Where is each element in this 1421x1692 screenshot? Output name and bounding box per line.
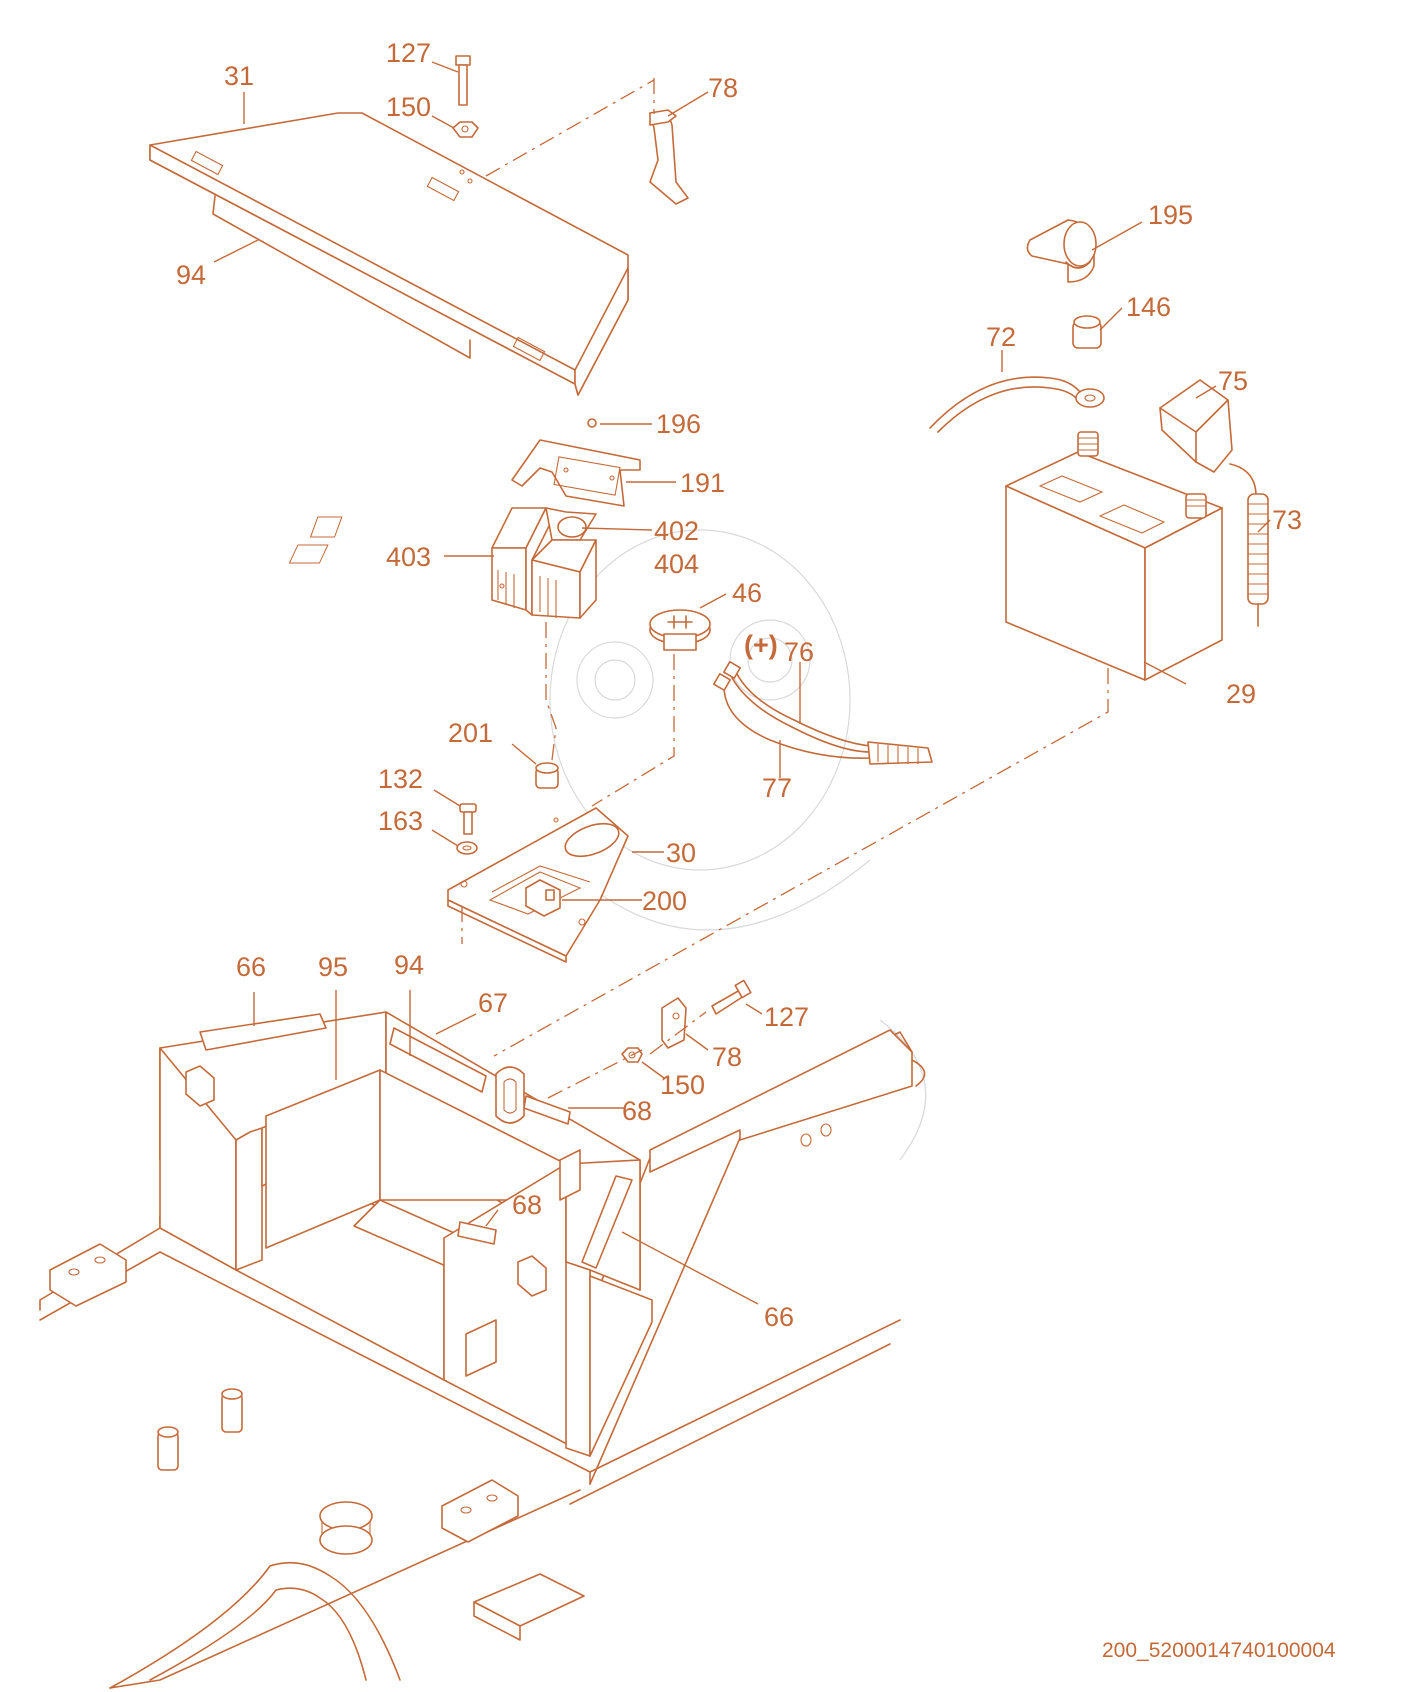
cable-72 (929, 376, 1105, 433)
battery-tray (39, 1011, 926, 1689)
callout-68-upper: 68 (622, 1096, 652, 1126)
bolt-127-bottom (711, 979, 752, 1015)
terminal-cap-195 (1026, 219, 1097, 283)
callout-150-bottom: 150 (660, 1070, 705, 1100)
bracket-191 (511, 439, 641, 507)
callout-30: 30 (666, 838, 696, 868)
callout-201: 201 (448, 718, 493, 748)
callout-labels: 127 31 150 78 94 195 146 72 75 196 191 7… (176, 38, 1336, 1662)
callout-94-top: 94 (176, 260, 206, 290)
battery-cover-31 (149, 112, 629, 396)
callout-402: 402 (654, 516, 699, 546)
callout-150-top: 150 (386, 92, 431, 122)
callout-46: 46 (732, 578, 762, 608)
wire-76 (723, 661, 873, 753)
callout-132: 132 (378, 764, 423, 794)
screw-132 (459, 803, 477, 835)
callout-75: 75 (1218, 366, 1248, 396)
washer-163 (456, 841, 478, 855)
callout-66-top: 66 (236, 952, 266, 982)
callout-73: 73 (1272, 505, 1302, 535)
callout-146: 146 (1126, 292, 1171, 322)
switch-200 (525, 879, 561, 917)
callout-77: 77 (762, 773, 792, 803)
callout-31: 31 (224, 61, 254, 91)
wire-77 (713, 673, 933, 765)
nut-150-top (452, 121, 479, 138)
callout-191: 191 (680, 468, 725, 498)
callout-68-lower: 68 (512, 1190, 542, 1220)
callout-78-top: 78 (708, 73, 738, 103)
leader-lines (213, 61, 1271, 1305)
callout-127-top: 127 (386, 38, 431, 68)
callout-200: 200 (642, 886, 687, 916)
callout-196: 196 (656, 409, 701, 439)
relay-block-403 (309, 507, 553, 616)
bracket-78-top (649, 109, 689, 205)
callout-29: 29 (1226, 679, 1256, 709)
clip-196 (587, 418, 597, 428)
callout-76: 76 (784, 637, 814, 667)
callout-127-bottom: 127 (764, 1002, 809, 1032)
document-id: 200_5200014740100004 (1102, 1639, 1336, 1662)
callout-403: 403 (386, 542, 431, 572)
nut-146 (1072, 315, 1102, 349)
bracket-78-bottom (661, 997, 687, 1049)
fuse-holder-46 (649, 609, 711, 651)
callout-404: 404 (654, 549, 699, 579)
assembly-lines (461, 78, 1109, 1099)
callout-78-bottom: 78 (712, 1042, 742, 1072)
callout-95: 95 (318, 952, 348, 982)
cable-73 (1229, 463, 1269, 627)
relay-block-404 (288, 539, 597, 619)
callout-66-bottom: 66 (764, 1302, 794, 1332)
callout-195: 195 (1148, 200, 1193, 230)
battery-29 (1005, 431, 1223, 681)
callout-163: 163 (378, 806, 423, 836)
callout-plus: (+) (744, 630, 778, 660)
callout-67: 67 (478, 988, 508, 1018)
callout-94-bottom: 94 (394, 950, 424, 980)
bolt-127-top (455, 55, 471, 106)
watermark-sketch (549, 529, 927, 1161)
terminal-boot-75 (1159, 379, 1233, 473)
relay-402 (545, 507, 597, 541)
callout-72: 72 (986, 322, 1016, 352)
cap-201 (535, 762, 559, 789)
